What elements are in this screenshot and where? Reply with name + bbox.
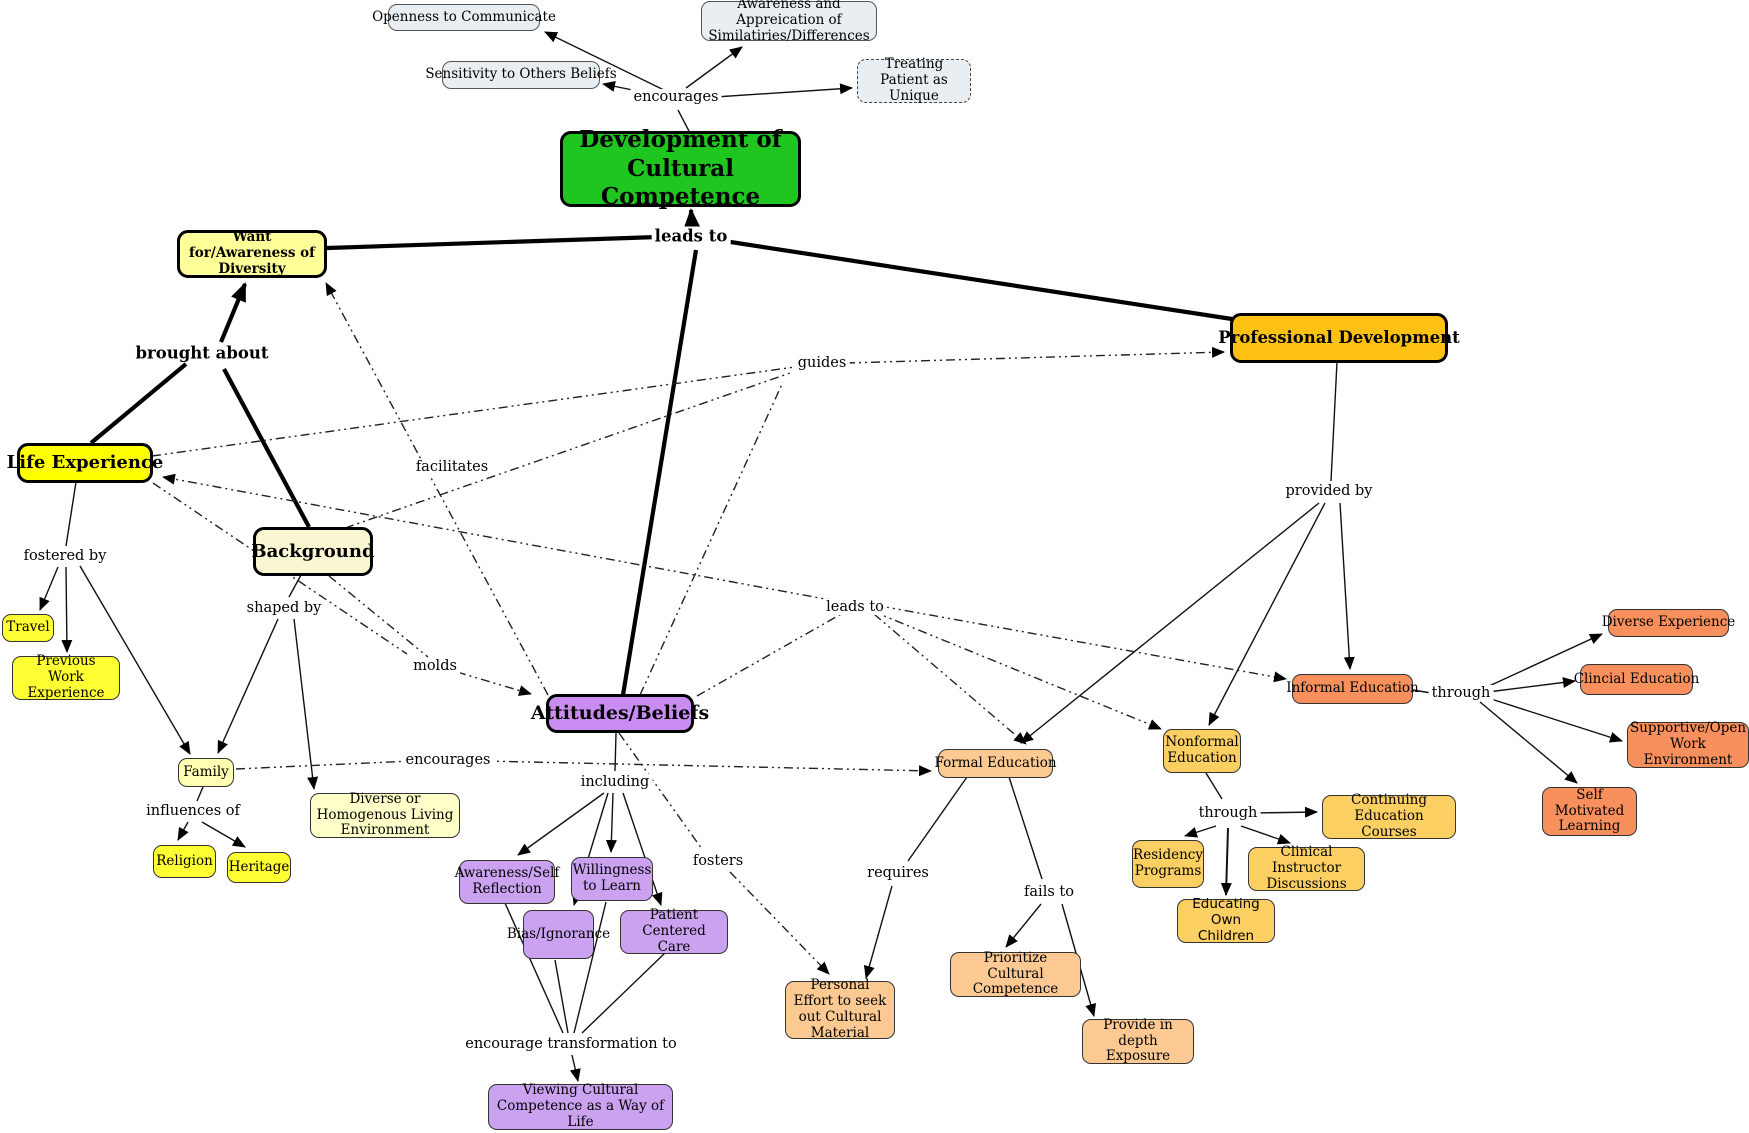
node-treating-patient-as-unique[interactable]: Treating Patient as Unique — [857, 56, 971, 104]
node-attitudes-beliefs[interactable]: Attitudes/Beliefs — [531, 694, 709, 733]
node-bias-ignorance[interactable]: Bias/Ignorance — [507, 910, 610, 959]
node-nonformal-education[interactable]: Nonformal Education — [1163, 729, 1241, 773]
edge-label-influences-of[interactable]: influences of — [143, 803, 243, 819]
edge-label-encourage-transformation-to[interactable]: encourage transformation to — [462, 1036, 680, 1052]
edge-label-shaped-by[interactable]: shaped by — [243, 600, 325, 616]
edge-label-fosters[interactable]: fosters — [689, 853, 747, 869]
edge-label-molds[interactable]: molds — [410, 658, 460, 674]
edge-label-facilitates[interactable]: facilitates — [412, 459, 492, 475]
node-prioritize-cultural-competence[interactable]: Prioritize Cultural Competence — [950, 950, 1081, 997]
node-heritage[interactable]: Heritage — [227, 852, 291, 883]
node-religion[interactable]: Religion — [153, 845, 216, 878]
node-viewing-cultural-competence[interactable]: Viewing Cultural Competence as a Way of … — [488, 1082, 673, 1130]
node-want-for-awareness-of-diversity[interactable]: Want for/Awareness of Diversity — [177, 229, 327, 278]
node-continuing-education-courses[interactable]: Continuing Education Courses — [1322, 792, 1456, 840]
edge-label-through-informal[interactable]: through — [1428, 685, 1494, 701]
edge-label-fails-to[interactable]: fails to — [1021, 884, 1077, 900]
edge-label-including[interactable]: including — [577, 774, 653, 790]
node-clincial-education[interactable]: Clincial Education — [1574, 664, 1699, 695]
node-supportive-open-work-environment[interactable]: Supportive/Open Work Environment — [1627, 720, 1749, 768]
node-informal-education[interactable]: Informal Education — [1286, 674, 1419, 704]
edge-label-provided-by[interactable]: provided by — [1282, 483, 1376, 499]
edge-label-encourages-family[interactable]: encourages — [402, 752, 494, 768]
edge-label-brought-about[interactable]: brought about — [132, 343, 272, 363]
edge-label-fostered-by[interactable]: fostered by — [20, 548, 110, 564]
node-professional-development[interactable]: Professional Development — [1218, 313, 1460, 363]
node-personal-effort[interactable]: Personal Effort to seek out Cultural Mat… — [785, 977, 895, 1041]
node-willingness-to-learn[interactable]: Willingness to Learn — [571, 857, 653, 901]
node-life-experience[interactable]: Life Experience — [7, 443, 163, 483]
node-residency-programs[interactable]: Residency Programs — [1132, 840, 1204, 888]
node-patient-centered-care[interactable]: Patient Centered Care — [620, 907, 728, 955]
node-awareness-self-reflection[interactable]: Awareness/Self Reflection — [455, 860, 559, 904]
node-educating-own-children[interactable]: Educating Own Children — [1177, 896, 1275, 944]
node-formal-education[interactable]: Formal Education — [934, 749, 1057, 778]
edge-label-leads-to-main[interactable]: leads to — [651, 226, 731, 246]
edge-label-through-nonformal[interactable]: through — [1195, 805, 1261, 821]
node-previous-work-experience[interactable]: Previous Work Experience — [12, 653, 120, 701]
node-diverse-or-homogenous-living-environment[interactable]: Diverse or Homogenous Living Environment — [310, 791, 460, 838]
node-development-of-cultural-competence[interactable]: Development of Cultural Competence — [560, 126, 801, 210]
node-provide-in-depth-exposure[interactable]: Provide in depth Exposure — [1082, 1017, 1194, 1064]
node-diverse-experience[interactable]: Diverse Experience — [1602, 609, 1735, 637]
node-travel[interactable]: Travel — [2, 614, 54, 642]
node-openness-to-communicate[interactable]: Openness to Communicate — [372, 4, 556, 31]
edge-label-encourages-top[interactable]: encourages — [630, 89, 722, 105]
edge-label-leads-to-mid[interactable]: leads to — [823, 599, 887, 615]
node-family[interactable]: Family — [178, 758, 234, 787]
node-sensitivity-to-others-beliefs[interactable]: Sensitivity to Others Beliefs — [425, 61, 617, 89]
node-clinical-instructor-discussions[interactable]: Clinical Instructor Discussions — [1248, 844, 1365, 892]
node-background[interactable]: Background — [251, 527, 375, 576]
edge-label-requires[interactable]: requires — [864, 865, 932, 881]
edge-label-guides[interactable]: guides — [794, 355, 850, 371]
node-self-motivated-learning[interactable]: Self Motivated Learning — [1542, 787, 1637, 836]
node-awareness-appreciation[interactable]: Awareness and Appreication of Similatiri… — [701, 0, 877, 44]
